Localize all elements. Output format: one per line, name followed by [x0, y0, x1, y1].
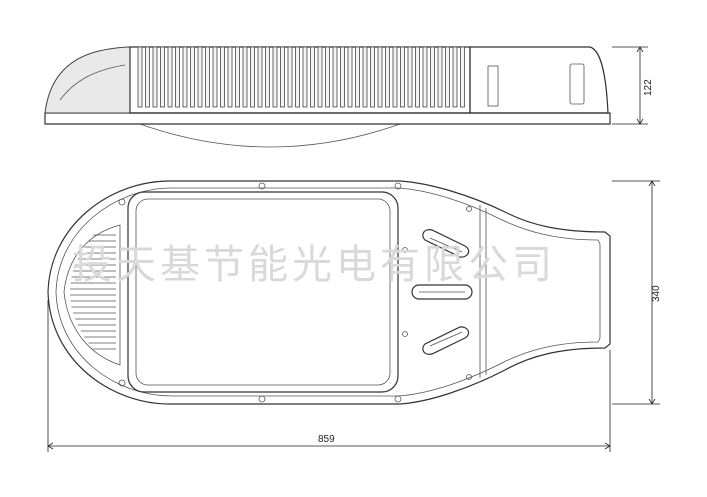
- heatsink-fin: [250, 46, 255, 108]
- heatsink-fin: [445, 46, 450, 108]
- heatsink-fin: [310, 46, 315, 108]
- oval-slot-middle: [411, 284, 473, 300]
- heatsink-fin: [415, 46, 420, 108]
- company-watermark: 投天基节能光电有限公司: [72, 242, 556, 288]
- heatsink-fin: [317, 46, 323, 108]
- heatsink-fin: [430, 46, 435, 108]
- top-view-inner-body: [55, 187, 601, 397]
- side-view: [44, 46, 611, 148]
- heatsink-fin: [137, 46, 143, 108]
- heatsink-fin: [235, 46, 240, 108]
- total-length-dimension: 859: [47, 300, 611, 452]
- heatsink-fin: [332, 46, 338, 108]
- top-view-outer-body: [47, 180, 611, 405]
- total-length-label: 859: [318, 434, 335, 445]
- heatsink-fin: [220, 46, 225, 108]
- side-view-rear-box: [469, 46, 609, 114]
- heatsink-fin: [197, 46, 203, 108]
- side-view-rear-slot-2: [569, 63, 585, 105]
- heatsink-fin: [242, 46, 248, 108]
- heatsink-fin: [452, 46, 458, 108]
- top-view: [47, 180, 611, 405]
- heatsink-fin: [325, 46, 330, 108]
- heatsink-fin: [167, 46, 173, 108]
- heatsink-fin: [385, 46, 390, 108]
- top-width-dimension: 340: [612, 180, 662, 405]
- heatsink-fin: [407, 46, 413, 108]
- side-height-label: 122: [643, 79, 654, 96]
- heatsink-fin: [302, 46, 308, 108]
- side-height-dimension: 122: [612, 46, 654, 125]
- top-view-screws: [118, 182, 472, 403]
- heatsink-fin: [355, 46, 360, 108]
- top-view-front-vent-frame: [63, 224, 121, 366]
- top-view-front-vent-slots: [70, 234, 116, 350]
- side-view-heatsink-fins: [137, 46, 465, 108]
- heatsink-fin: [182, 46, 188, 108]
- side-view-rear-slot: [487, 65, 499, 107]
- heatsink-fin: [227, 46, 233, 108]
- heatsink-fin: [272, 46, 278, 108]
- side-view-base-plate: [44, 112, 611, 125]
- oval-slot-upper: [422, 229, 470, 258]
- heatsink-fin: [287, 46, 293, 108]
- heatsink-fin: [160, 46, 165, 108]
- heatsink-fin: [347, 46, 353, 108]
- heatsink-fin: [362, 46, 368, 108]
- heatsink-fin: [400, 46, 405, 108]
- heatsink-fin: [460, 46, 465, 108]
- top-width-label: 340: [651, 285, 662, 302]
- top-view-lens-window: [127, 191, 399, 393]
- heatsink-fin: [257, 46, 263, 108]
- heatsink-fin: [205, 46, 210, 108]
- heatsink-fin: [437, 46, 443, 108]
- heatsink-fin: [295, 46, 300, 108]
- heatsink-fin: [145, 46, 150, 108]
- heatsink-fin: [422, 46, 428, 108]
- side-view-front-housing: [44, 46, 131, 114]
- heatsink-fin: [370, 46, 375, 108]
- heatsink-fin: [152, 46, 158, 108]
- heatsink-fin: [280, 46, 285, 108]
- heatsink-fin: [265, 46, 270, 108]
- heatsink-fin: [175, 46, 180, 108]
- heatsink-fin: [190, 46, 195, 108]
- top-view-oval-slots: [411, 229, 473, 355]
- heatsink-fin: [377, 46, 383, 108]
- heatsink-fin: [392, 46, 398, 108]
- side-view-nose-curve: [59, 64, 126, 101]
- oval-slot-lower: [422, 326, 470, 355]
- heatsink-fin: [212, 46, 218, 108]
- top-view-lens-window-inner: [135, 198, 391, 386]
- side-view-lens-dome: [139, 123, 401, 148]
- heatsink-fin: [340, 46, 345, 108]
